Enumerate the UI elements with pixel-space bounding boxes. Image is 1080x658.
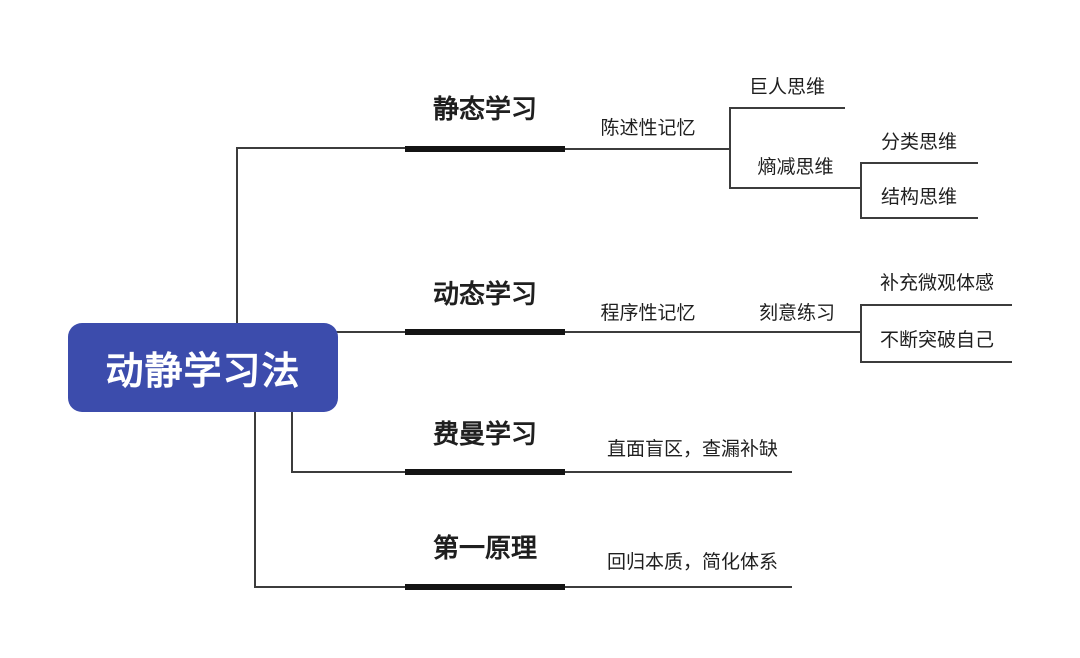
connector-root-to-branch3-vertical — [291, 412, 293, 473]
node-procedural-memory[interactable]: 程序性记忆 — [600, 303, 696, 324]
connector-root-to-branch4-horizontal — [254, 586, 405, 588]
node-keep-breaking-through[interactable]: 不断突破自己 — [879, 330, 994, 351]
branch-dynamic-learning-label[interactable]: 动态学习 — [432, 279, 537, 309]
connector-root-to-branch2-horizontal — [336, 331, 405, 333]
node-declarative-memory[interactable]: 陈述性记忆 — [600, 118, 696, 139]
node-entropy-reduction-thinking[interactable]: 熵减思维 — [757, 157, 834, 178]
node-giant-thinking[interactable]: 巨人思维 — [748, 77, 825, 98]
connector-branch3-to-child — [565, 471, 792, 473]
branch-static-learning-label[interactable]: 静态学习 — [432, 94, 537, 124]
branch1-underline-bar — [405, 146, 565, 152]
node-structure-thinking[interactable]: 结构思维 — [880, 187, 957, 208]
branch-first-principle-label[interactable]: 第一原理 — [432, 533, 537, 563]
connector-entropy-underline — [729, 187, 862, 189]
node-face-blind-spots[interactable]: 直面盲区，查漏补缺 — [606, 439, 778, 460]
node-deliberate-practice[interactable]: 刻意练习 — [758, 303, 835, 324]
connector-structure-underline — [860, 217, 978, 219]
node-classification-thinking[interactable]: 分类思维 — [880, 132, 957, 153]
connector-breakthrough-underline — [860, 361, 1012, 363]
connector-micro-feeling-underline — [860, 304, 1012, 306]
branch3-underline-bar — [405, 469, 565, 475]
connector-root-to-branch3-horizontal — [291, 471, 405, 473]
root-node[interactable]: 动静学习法 — [68, 323, 338, 412]
connector-classification-underline — [860, 162, 978, 164]
connector-practice-fork-vertical — [860, 304, 862, 363]
node-supplement-micro-feeling[interactable]: 补充微观体感 — [879, 273, 994, 294]
connector-branch4-to-child — [565, 586, 792, 588]
node-return-to-essence[interactable]: 回归本质，简化体系 — [606, 552, 778, 573]
connector-declarative-fork-vertical — [729, 108, 731, 189]
branch4-underline-bar — [405, 584, 565, 590]
connector-branch2-to-children — [565, 331, 861, 333]
branch-feynman-learning-label[interactable]: 费曼学习 — [432, 419, 537, 449]
connector-entropy-fork-vertical — [860, 162, 862, 219]
connector-root-to-branch1-horizontal — [236, 147, 406, 149]
connector-root-to-branch1-vertical — [236, 148, 238, 324]
connector-giant-thinking-underline — [729, 107, 845, 109]
connector-root-to-branch4-vertical — [254, 412, 256, 588]
branch2-underline-bar — [405, 329, 565, 335]
connector-branch1-to-child — [565, 148, 731, 150]
